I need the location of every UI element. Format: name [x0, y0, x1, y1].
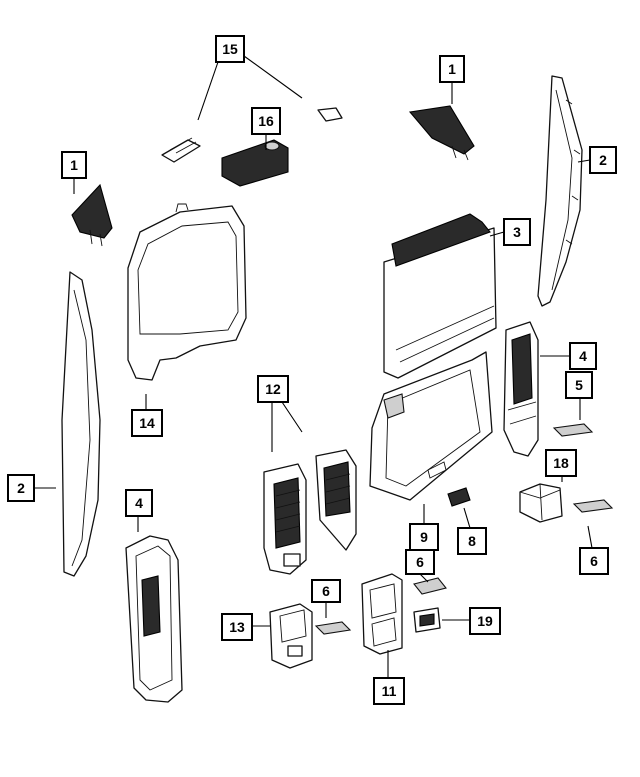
callout-2a-label: 2 [17, 480, 25, 496]
part-trim-plate-5 [552, 423, 594, 437]
part-center-vent-12b [315, 449, 357, 551]
part-trim-plate-6a [314, 621, 352, 635]
callout-16-label: 16 [258, 113, 274, 129]
part-glove-box-door-3 [383, 213, 497, 379]
part-pillar-trim-2b [537, 75, 583, 307]
part-clip-15b [317, 107, 343, 122]
part-glove-box-bin-9 [369, 351, 493, 501]
part-sensor-16 [221, 139, 289, 187]
callout-4a-label: 4 [579, 348, 587, 364]
callout-12-label: 12 [265, 381, 281, 397]
leader-15-b [243, 55, 303, 99]
callout-5-label: 5 [575, 377, 583, 393]
callout-3-label: 3 [513, 224, 521, 240]
callout-6b-label: 6 [416, 554, 424, 570]
callout-8-label: 8 [468, 533, 476, 549]
callout-4b-label: 4 [135, 495, 143, 511]
callout-2a: 2 [7, 474, 35, 502]
callout-6a: 6 [311, 579, 341, 603]
leader-12-b [281, 401, 303, 433]
leader-2b [577, 159, 591, 163]
part-pillar-trim-2a [61, 271, 101, 577]
leader-3 [489, 231, 505, 237]
callout-6c-label: 6 [590, 553, 598, 569]
callout-5: 5 [565, 371, 593, 399]
callout-14-label: 14 [139, 415, 155, 431]
part-storage-bin-18 [519, 483, 563, 523]
callout-6a-label: 6 [322, 583, 330, 599]
part-clip-15a [161, 137, 201, 163]
leader-6c [587, 525, 593, 549]
part-trim-plate-6b [413, 577, 447, 595]
callout-2b-label: 2 [599, 152, 607, 168]
callout-8: 8 [457, 527, 487, 555]
callout-18: 18 [545, 449, 577, 477]
callout-15: 15 [215, 35, 245, 63]
part-trim-cap-1b [408, 105, 475, 161]
callout-18-label: 18 [553, 455, 569, 471]
callout-19: 19 [469, 607, 501, 635]
part-side-vent-4a [503, 321, 539, 457]
callout-11: 11 [373, 677, 405, 705]
callout-6b: 6 [405, 549, 435, 575]
callout-1a-label: 1 [70, 157, 78, 173]
part-trim-plate-6c [572, 499, 614, 513]
leader-15-a [197, 61, 219, 121]
callout-2b: 2 [589, 146, 617, 174]
callout-4a: 4 [569, 342, 597, 370]
part-switch-19 [413, 607, 441, 633]
callout-13-label: 13 [229, 619, 245, 635]
part-switch-8 [447, 487, 471, 507]
callout-16: 16 [251, 107, 281, 135]
part-trim-cap-1a [71, 183, 113, 247]
callout-4b: 4 [125, 489, 153, 517]
callout-13: 13 [221, 613, 253, 641]
callout-1b-label: 1 [448, 61, 456, 77]
part-cluster-bezel-14 [127, 203, 247, 381]
callout-9-label: 9 [420, 529, 428, 545]
callout-1b: 1 [439, 55, 465, 83]
callout-1a: 1 [61, 151, 87, 179]
part-center-vent-12a [263, 463, 307, 575]
callout-15-label: 15 [222, 41, 238, 57]
callout-19-label: 19 [477, 613, 493, 629]
leader-8 [463, 507, 471, 529]
callout-6c: 6 [579, 547, 609, 575]
part-lower-vent-4b [125, 535, 183, 703]
part-switch-bezel-11 [361, 573, 403, 655]
leader-lines [34, 55, 593, 678]
part-switch-bezel-13 [269, 603, 313, 669]
callout-14: 14 [131, 409, 163, 437]
callout-9: 9 [409, 523, 439, 551]
callout-3: 3 [503, 218, 531, 246]
callout-11-label: 11 [382, 683, 397, 699]
leader-6b [419, 573, 429, 583]
callout-12: 12 [257, 375, 289, 403]
